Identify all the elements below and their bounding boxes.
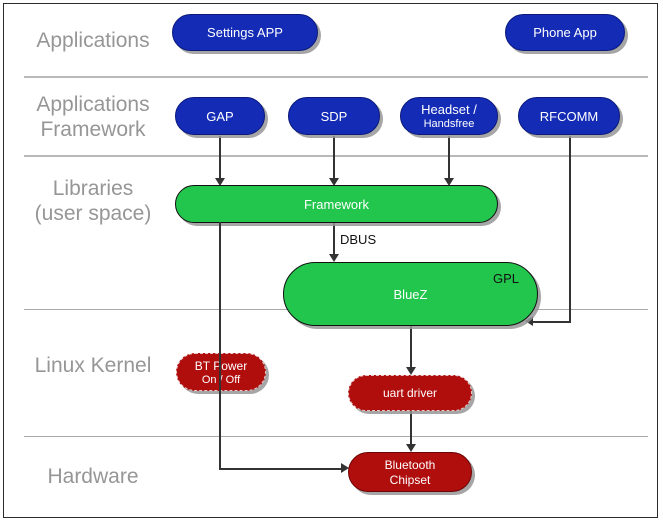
connector-uart-to-chipset (410, 411, 412, 448)
layer-label-linux-kernel: Linux Kernel (34, 354, 152, 377)
node-phone-app[interactable]: Phone App (505, 14, 625, 51)
node-bluetooth-chipset-label: Bluetooth (384, 457, 436, 472)
node-bt-power-sublabel: On / Off (201, 373, 241, 386)
arrowhead-to-bluetooth-chipset (341, 463, 349, 473)
node-uart-driver-label: uart driver (382, 386, 438, 400)
layer-label-libraries: Libraries (user space) (34, 177, 152, 225)
arrowhead-framework-to-bluez (329, 254, 339, 262)
divider-linux-kernel (24, 436, 648, 437)
arrowhead-rfcomm-to-bluez (525, 316, 533, 326)
node-bluetooth-chipset-sublabel: Chipset (389, 472, 431, 487)
arrowhead-bluez-to-uart (406, 367, 416, 375)
node-gap[interactable]: GAP (175, 97, 265, 135)
node-bluez[interactable]: GPL BlueZ (283, 262, 538, 326)
node-settings-app[interactable]: Settings APP (172, 14, 318, 51)
node-sdp-label: SDP (320, 108, 348, 124)
connector-rfcomm-horizontal (531, 321, 571, 323)
edge-label-dbus: DBUS (340, 232, 377, 247)
connector-bluez-to-uart (410, 326, 412, 371)
node-bluez-label: BlueZ (393, 286, 428, 302)
arrowhead-headset-to-framework (444, 178, 454, 186)
connector-framework-to-chipset-vertical (219, 222, 221, 469)
node-headset-handsfree[interactable]: Headset / Handsfree (400, 97, 498, 135)
node-phone-app-label: Phone App (533, 25, 597, 40)
arrowhead-uart-to-chipset (406, 444, 416, 452)
layer-label-applications-framework: Applications Framework (36, 93, 150, 141)
node-settings-app-label: Settings APP (207, 25, 283, 40)
node-sdp[interactable]: SDP (288, 97, 380, 135)
node-bluetooth-chipset[interactable]: Bluetooth Chipset (348, 452, 472, 492)
connector-headset-to-framework (448, 136, 450, 182)
node-gap-label: GAP (206, 108, 234, 124)
connector-framework-to-chipset-horizontal (219, 468, 343, 470)
connector-gap-to-framework (219, 136, 221, 182)
divider-applications-framework (24, 155, 648, 157)
connector-rfcomm-vertical (569, 136, 571, 323)
node-bluez-license-tag: GPL (492, 271, 519, 286)
node-bt-power-label: BT Power (194, 358, 248, 373)
arrowhead-sdp-to-framework (329, 178, 339, 186)
node-uart-driver[interactable]: uart driver (348, 375, 472, 411)
node-bt-power[interactable]: BT Power On / Off (176, 353, 266, 391)
connector-framework-to-bluez (333, 222, 335, 258)
layer-label-applications: Applications (36, 29, 150, 52)
node-headset-handsfree-sublabel: Handsfree (423, 118, 475, 130)
node-rfcomm-label: RFCOMM (539, 108, 599, 124)
connector-sdp-to-framework (333, 136, 335, 182)
layer-label-hardware: Hardware (47, 465, 139, 488)
node-framework[interactable]: Framework (175, 185, 498, 223)
arrowhead-gap-to-framework (215, 178, 225, 186)
divider-applications (24, 76, 648, 78)
node-headset-handsfree-label: Headset / (421, 102, 477, 117)
node-rfcomm[interactable]: RFCOMM (518, 97, 620, 135)
node-framework-label: Framework (303, 196, 369, 212)
